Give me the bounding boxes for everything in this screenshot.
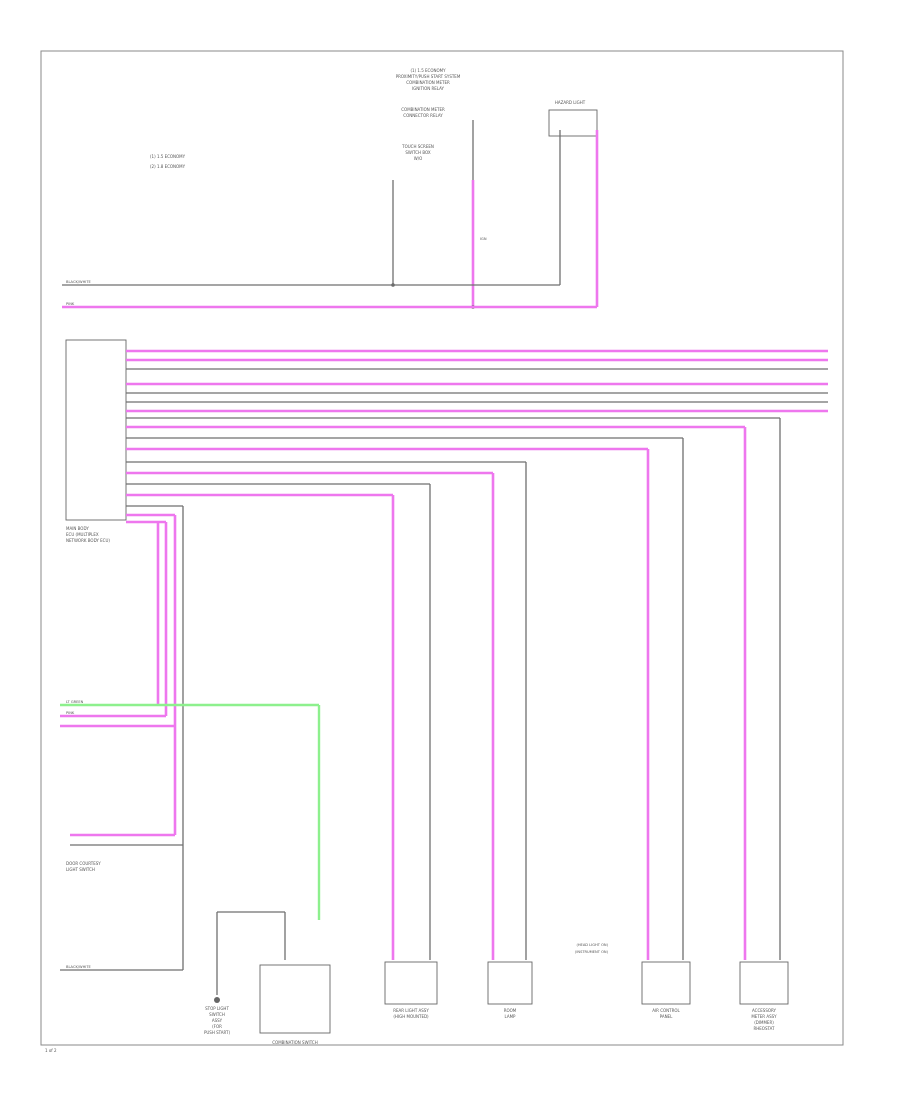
svg-text:PINK: PINK [66, 711, 75, 715]
headlight-note: (HEAD LIGHT ON) (INSTRUMENT ON) [575, 943, 609, 954]
svg-text:(FOR: (FOR [212, 1024, 222, 1029]
svg-text:ECU (MULTIPLEX: ECU (MULTIPLEX [66, 532, 99, 537]
svg-text:(1) 1.5 ECONOMY: (1) 1.5 ECONOMY [150, 154, 186, 159]
connector-inner-label: TOUCH SCREEN SWITCH BOX W/O [401, 144, 434, 161]
svg-text:BLACK/WHITE: BLACK/WHITE [66, 280, 92, 284]
mid-left-wires: LT GREEN PINK [60, 700, 321, 920]
warning-switch: DOOR COURTESY LIGHT SWITCH [66, 833, 183, 872]
svg-text:CONNECTOR RELAY: CONNECTOR RELAY [403, 113, 443, 118]
svg-text:TOUCH SCREEN: TOUCH SCREEN [401, 144, 434, 149]
svg-text:W/O: W/O [414, 156, 422, 161]
svg-text:PUSH START): PUSH START) [204, 1030, 230, 1035]
svg-text:SWITCH BOX: SWITCH BOX [405, 150, 431, 155]
page-number: 1 of 2 [45, 1048, 57, 1053]
top-horizontal-wires: BLACK/WHITE PINK IGN [62, 237, 597, 309]
connector-upper-label: COMBINATION METER CONNECTOR RELAY [401, 107, 445, 118]
rear-light: REAR LIGHT ASSY (HIGH MOUNTED) [384, 961, 438, 1019]
svg-text:MAIN BODY: MAIN BODY [66, 526, 89, 531]
svg-text:(1) 1.5 ECONOMY: (1) 1.5 ECONOMY [410, 68, 446, 73]
svg-text:PROXIMITY/PUSH START SYSTEM: PROXIMITY/PUSH START SYSTEM [396, 74, 461, 79]
svg-text:DOOR COURTESY: DOOR COURTESY [66, 861, 101, 866]
svg-text:PINK: PINK [66, 302, 75, 306]
diagram-frame [40, 50, 844, 1046]
svg-text:(HIGH MOUNTED): (HIGH MOUNTED) [393, 1014, 429, 1019]
svg-text:(INSTRUMENT ON): (INSTRUMENT ON) [575, 950, 609, 954]
svg-text:SWITCH: SWITCH [209, 1012, 225, 1017]
svg-text:ACCESSORY: ACCESSORY [752, 1008, 777, 1013]
legend: (1) 1.5 ECONOMY (2) 1.8 ECONOMY [150, 154, 186, 169]
svg-text:COMBINATION METER: COMBINATION METER [406, 80, 450, 85]
air-control-panel: AIR CONTROL PANEL [641, 961, 691, 1019]
svg-text:IGN: IGN [480, 237, 487, 241]
top-module-label: (1) 1.5 ECONOMY PROXIMITY/PUSH START SYS… [396, 68, 461, 91]
svg-text:ROOM: ROOM [504, 1008, 517, 1013]
svg-text:PANEL: PANEL [660, 1014, 673, 1019]
bottom-left-wire: BLACK/WHITE [60, 965, 183, 971]
combination-switch: COMBINATION SWITCH [259, 964, 331, 1045]
svg-text:ASSY: ASSY [212, 1018, 223, 1023]
svg-text:AIR CONTROL: AIR CONTROL [652, 1008, 680, 1013]
main-body-ecu: MAIN BODY ECU (MULTIPLEX NETWORK BODY EC… [65, 339, 127, 543]
svg-text:(DIMMER): (DIMMER) [754, 1020, 774, 1025]
svg-text:BLACK/WHITE: BLACK/WHITE [66, 965, 92, 969]
ecu-vertical-drops [391, 418, 781, 960]
svg-text:METER ASSY: METER ASSY [751, 1014, 777, 1019]
svg-text:IGNITION RELAY: IGNITION RELAY [412, 86, 445, 91]
svg-text:REAR LIGHT ASSY: REAR LIGHT ASSY [393, 1008, 429, 1013]
accessory-meter: ACCESSORY METER ASSY (DIMMER) RHEOSTAT [739, 961, 789, 1031]
hazard-light: HAZARD LIGHT [548, 100, 599, 307]
svg-text:NETWORK BODY ECU): NETWORK BODY ECU) [66, 538, 110, 543]
svg-text:(2) 1.8 ECONOMY: (2) 1.8 ECONOMY [150, 164, 186, 169]
left-feeder-wires [156, 506, 184, 970]
svg-text:STOP LIGHT: STOP LIGHT [205, 1006, 229, 1011]
svg-text:LAMP: LAMP [505, 1014, 517, 1019]
svg-text:(HEAD LIGHT ON): (HEAD LIGHT ON) [576, 943, 608, 947]
ecu-output-wires [126, 349, 828, 524]
svg-text:LIGHT SWITCH: LIGHT SWITCH [66, 867, 95, 872]
svg-text:COMBINATION METER: COMBINATION METER [401, 107, 445, 112]
stop-lamp-switch: STOP LIGHT SWITCH ASSY (FOR PUSH START) [204, 911, 286, 1035]
room-lamp: ROOM LAMP [487, 961, 533, 1019]
svg-text:HAZARD LIGHT: HAZARD LIGHT [555, 100, 586, 105]
svg-text:LT GREEN: LT GREEN [66, 700, 84, 704]
svg-text:COMBINATION SWITCH: COMBINATION SWITCH [272, 1040, 317, 1045]
svg-text:RHEOSTAT: RHEOSTAT [753, 1026, 775, 1031]
main-body-ecu-label: MAIN BODY ECU (MULTIPLEX NETWORK BODY EC… [66, 526, 110, 543]
